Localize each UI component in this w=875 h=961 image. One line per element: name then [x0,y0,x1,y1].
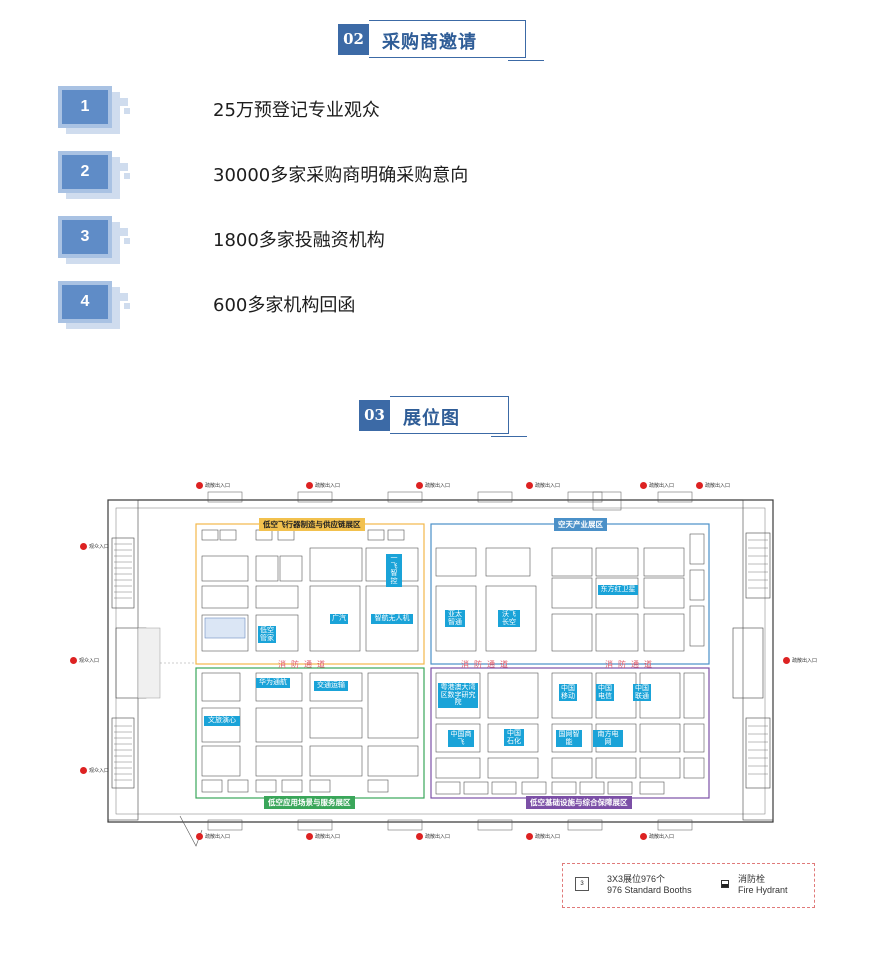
exhibitor-tag: 广汽 [330,614,348,624]
entrance-marker: 观众入口 [80,543,109,551]
exit-marker: 疏散出入口 [416,482,450,490]
exhibitor-tag: 交通运输 [314,681,348,691]
exhibitor-tag: 一飞智控 [386,554,402,587]
entrance-marker: 观众入口 [80,767,109,775]
exit-marker: 疏散出入口 [306,482,340,490]
corridor-label: 消防通道 [605,660,657,669]
legend-hydrant-en: Fire Hydrant [738,885,788,895]
exit-marker: 疏散出入口 [783,657,817,665]
number-badge: 1 [58,86,130,134]
zone-label-airspace: 空天产业展区 [554,518,607,531]
exhibitor-tag: 中国商飞 [448,730,474,748]
section-header-buyers: 02 采购商邀请 [338,20,544,61]
corridor-label: 消防通道 [461,660,513,669]
section-header-floorplan: 03 展位图 [359,396,527,437]
section-title: 采购商邀请 [382,32,477,53]
zone-label-aircraft: 低空飞行器制造与供应链展区 [259,518,365,531]
exit-marker: 疏散出入口 [416,833,450,841]
legend-booth-en: 976 Standard Booths [607,885,692,895]
list-item-text: 1800多家投融资机构 [213,230,385,251]
section-number: 03 [359,400,390,431]
list-item-text: 25万预登记专业观众 [213,100,380,121]
exhibitor-tag: 中国电信 [596,684,614,702]
section-title: 展位图 [403,408,460,429]
list-item: 2 30000多家采购商明确采购意向 [58,151,758,199]
exhibitor-tag: 华为通航 [256,678,290,688]
exhibitor-tag: 中国移动 [559,684,577,702]
exhibitor-tag: 粤港澳大湾区数字研究院 [438,683,478,709]
exit-marker: 疏散出入口 [306,833,340,841]
corridor-label: 消防通道 [278,660,330,669]
number-badge: 4 [58,281,130,329]
list-item-text: 30000多家采购商明确采购意向 [213,165,469,186]
floor-plan-legend: 3 3X3展位976个 976 Standard Booths 消防栓 Fire… [562,863,815,908]
exhibitor-tag: 东方红卫星 [598,585,638,595]
exhibitor-tag: 低空管家 [258,626,276,644]
exhibitor-tag: 沃飞长空 [498,610,520,628]
exit-marker: 疏散出入口 [196,833,230,841]
booth-icon: 3 [575,877,589,891]
exit-marker: 疏散出入口 [640,482,674,490]
exhibitor-tag: 智航无人机 [371,614,413,624]
exhibitor-tag: 亚太智通 [445,610,465,628]
exhibitor-tag: 文旅演心 [204,716,240,726]
list-item: 3 1800多家投融资机构 [58,216,758,264]
exit-marker: 疏散出入口 [640,833,674,841]
exhibitor-tag: 中国联通 [633,684,651,702]
list-item-text: 600多家机构回函 [213,295,356,316]
exit-marker: 疏散出入口 [696,482,730,490]
list-item: 1 25万预登记专业观众 [58,86,758,134]
floor-plan: 低空飞行器制造与供应链展区 空天产业展区 低空应用场景与服务展区 低空基础设施与… [70,478,818,858]
zone-label-infrastructure: 低空基础设施与综合保障展区 [526,796,632,809]
exhibitor-tag: 南方电网 [593,730,623,748]
exit-marker: 疏散出入口 [526,833,560,841]
entrance-marker: 观众入口 [70,657,99,665]
list-item: 4 600多家机构回函 [58,281,758,329]
zone-label-application: 低空应用场景与服务展区 [264,796,355,809]
exhibitor-tag: 国网智能 [556,730,582,748]
number-badge: 2 [58,151,130,199]
exit-marker: 疏散出入口 [196,482,230,490]
fire-hydrant-icon [721,880,729,888]
section-number: 02 [338,24,369,55]
number-badge: 3 [58,216,130,264]
legend-hydrant-cn: 消防栓 [738,874,766,884]
exhibitor-tag: 中国石化 [504,729,524,747]
exit-marker: 疏散出入口 [526,482,560,490]
floor-plan-drawing [107,491,774,847]
legend-booth-count: 3X3展位976个 [607,874,666,884]
